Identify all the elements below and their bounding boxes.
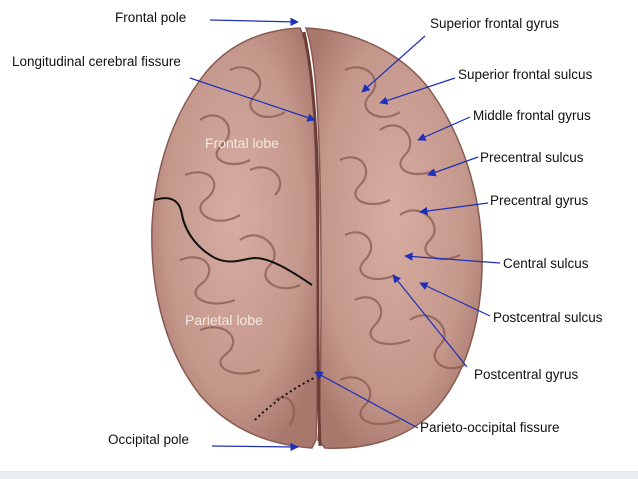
arrow-superior-frontal-gyrus	[361, 35, 426, 93]
brain-image: Frontal lobe Parietal lobe	[151, 27, 483, 450]
label-longitudinal-fissure: Longitudinal cerebral fissure	[12, 54, 181, 69]
label-parieto-occipital-fissure: Parieto-occipital fissure	[420, 420, 560, 435]
arrow-longitudinal-fissure	[189, 77, 316, 122]
arrow-middle-frontal-gyrus	[417, 116, 471, 141]
label-superior-frontal-gyrus: Superior frontal gyrus	[430, 16, 559, 31]
frontal-lobe-label: Frontal lobe	[205, 135, 279, 151]
arrow-postcentral-gyrus	[392, 274, 468, 368]
parieto-occipital-dotted-line	[254, 377, 315, 421]
arrow-postcentral-sulcus	[419, 282, 491, 317]
arrow-parieto-occipital-fissure	[314, 371, 419, 429]
label-superior-frontal-sulcus: Superior frontal sulcus	[458, 67, 593, 82]
left-hemisphere	[151, 27, 319, 449]
label-postcentral-gyrus: Postcentral gyrus	[474, 367, 579, 382]
arrow-precentral-gyrus	[419, 202, 489, 216]
arrow-central-sulcus	[404, 252, 501, 264]
parietal-lobe-label: Parietal lobe	[185, 312, 263, 328]
arrow-frontal-pole	[209, 17, 299, 27]
arrow-superior-frontal-sulcus	[379, 77, 456, 105]
arrow-precentral-sulcus	[427, 156, 479, 177]
longitudinal-fissure-line	[302, 31, 322, 447]
central-sulcus-line	[154, 197, 313, 286]
right-hemisphere	[304, 27, 483, 450]
label-occipital-pole: Occipital pole	[108, 432, 189, 447]
label-middle-frontal-gyrus: Middle frontal gyrus	[473, 108, 591, 123]
label-frontal-pole: Frontal pole	[115, 10, 186, 25]
label-precentral-gyrus: Precentral gyrus	[490, 193, 589, 208]
label-precentral-sulcus: Precentral sulcus	[480, 150, 584, 165]
label-central-sulcus: Central sulcus	[503, 256, 589, 271]
arrow-occipital-pole	[211, 442, 299, 452]
gyri-pattern	[179, 66, 466, 426]
bottom-bar	[0, 471, 638, 479]
label-postcentral-sulcus: Postcentral sulcus	[493, 310, 603, 325]
